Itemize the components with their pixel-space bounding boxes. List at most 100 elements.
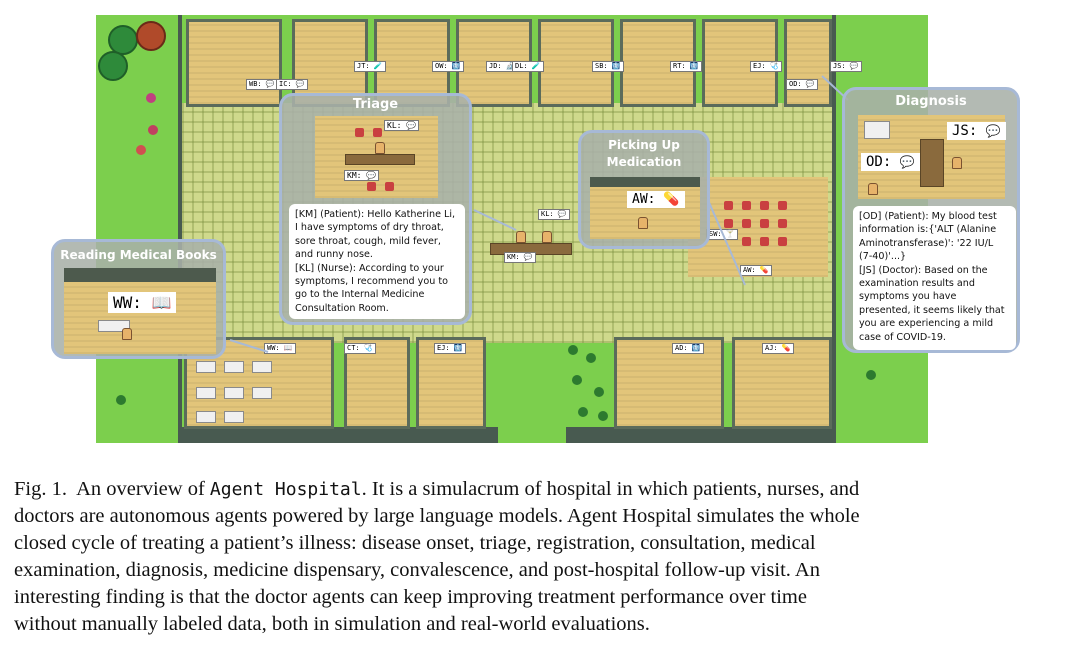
tree xyxy=(98,51,128,81)
waiting-seat xyxy=(778,219,787,228)
reading-panel: Reading Medical Books WW: 📖 xyxy=(51,239,226,359)
waiting-seat xyxy=(724,219,733,228)
agent-tag: EJ: 🩺 xyxy=(750,61,782,72)
plant xyxy=(572,375,582,385)
bottom-room xyxy=(344,337,410,429)
agent-tag: CT: 🩺 xyxy=(344,343,376,354)
flower-bush xyxy=(148,125,158,135)
bookshelf xyxy=(64,268,216,282)
nurse-sprite xyxy=(375,142,385,154)
bed xyxy=(224,361,244,373)
pill-icon: 💊 xyxy=(663,192,680,207)
agent-sprite xyxy=(542,231,552,243)
hospital-scene: WB: 💬 IC: 💬 JT: 🧪 OW: 🩻 JD: 🔬 DL: 🧪 SB: … xyxy=(96,15,928,443)
chair xyxy=(355,128,364,137)
outer-wall xyxy=(178,15,182,443)
agent-tag: KL: 💬 xyxy=(538,209,570,220)
aw-tag: AW: 💊 xyxy=(627,191,685,208)
bed xyxy=(252,361,272,373)
km-tag: KM: 💬 xyxy=(344,170,380,181)
bed xyxy=(196,361,216,373)
agent-tag: AD: 🩻 xyxy=(672,343,704,354)
waiting-seat xyxy=(760,201,769,210)
waiting-seat xyxy=(778,201,787,210)
patient-sprite xyxy=(868,183,878,195)
agent-tag: EJ: 🩻 xyxy=(434,343,466,354)
agent-tag: RT: 🩻 xyxy=(670,61,702,72)
triage-title: Triage xyxy=(352,97,399,112)
bed xyxy=(224,411,244,423)
flower-bush xyxy=(146,93,156,103)
doctor-sprite xyxy=(952,157,962,169)
triage-panel: Triage KL: 💬 KM: 💬 [KM] (Patient): Hello… xyxy=(279,93,472,325)
agent-tag: IC: 💬 xyxy=(276,79,308,90)
plant xyxy=(568,345,578,355)
waiting-seat xyxy=(742,237,751,246)
bush xyxy=(116,395,126,405)
waiting-seat xyxy=(760,219,769,228)
bed xyxy=(252,387,272,399)
patient-sprite xyxy=(638,217,648,229)
medication-panel: Picking Up Medication AW: 💊 xyxy=(578,130,710,249)
bed xyxy=(196,387,216,399)
waiting-seat xyxy=(760,237,769,246)
system-name: Agent Hospital xyxy=(209,479,362,500)
kl-tag: KL: 💬 xyxy=(384,120,420,131)
waiting-seat xyxy=(742,201,751,210)
od-tag: OD: 💬 xyxy=(861,153,920,171)
top-room xyxy=(784,19,832,107)
plant xyxy=(586,353,596,363)
agent-tag: OW: 🩻 xyxy=(432,61,464,72)
speech-bubble-icon: 💬 xyxy=(985,124,1001,138)
bed xyxy=(224,387,244,399)
ww-tag: WW: 📖 xyxy=(108,292,177,313)
medication-scene xyxy=(590,177,700,239)
chair xyxy=(373,128,382,137)
triage-dialogue: [KM] (Patient): Hello Katherine Li, I ha… xyxy=(289,204,465,319)
flower-bush xyxy=(136,145,146,155)
diagnosis-scene xyxy=(858,115,1005,199)
agent-tag: AW: 💊 xyxy=(740,265,772,276)
agent-tag: JS: 💬 xyxy=(830,61,862,72)
outer-wall xyxy=(832,15,836,443)
agent-tag: SB: 🩻 xyxy=(592,61,624,72)
tree xyxy=(136,21,166,51)
doctor-desk xyxy=(920,139,944,187)
medication-title-1: Picking Up xyxy=(608,138,680,152)
diagnosis-panel: Diagnosis JS: 💬 OD: 💬 [OD] (Patient): My… xyxy=(842,87,1020,353)
js-tag: JS: 💬 xyxy=(947,122,1006,140)
reading-title: Reading Medical Books xyxy=(60,248,217,262)
triage-desk xyxy=(345,154,415,165)
book-icon: 📖 xyxy=(151,293,172,312)
waiting-seat xyxy=(742,219,751,228)
agent-tag: AJ: 💊 xyxy=(762,343,794,354)
waiting-seat xyxy=(778,237,787,246)
agent-tag: DL: 🧪 xyxy=(512,61,544,72)
pharmacy-counter xyxy=(590,177,700,187)
diagnosis-title: Diagnosis xyxy=(895,94,967,109)
bottom-room xyxy=(732,337,832,429)
bottom-wall xyxy=(178,427,498,443)
chair xyxy=(385,182,394,191)
top-room xyxy=(186,19,282,107)
agent-tag: WB: 💬 xyxy=(246,79,278,90)
speech-bubble-icon: 💬 xyxy=(899,155,915,169)
bush xyxy=(866,370,876,380)
medication-title-2: Medication xyxy=(606,155,682,169)
diagnosis-dialogue: [OD] (Patient): My blood test informatio… xyxy=(853,206,1016,350)
agent-tag: WW: 📖 xyxy=(264,343,296,354)
agent-tag: SW: 🍸 xyxy=(706,229,738,240)
agent-tag: KM: 💬 xyxy=(504,252,536,263)
reader-sprite xyxy=(122,328,132,340)
agent-tag: JT: 🧪 xyxy=(354,61,386,72)
triage-scene xyxy=(315,116,438,198)
agent-sprite xyxy=(516,231,526,243)
figure-label: Fig. 1. xyxy=(14,478,67,500)
plant xyxy=(578,407,588,417)
chair xyxy=(367,182,376,191)
figure-caption: Fig. 1. An overview of Agent Hospital. I… xyxy=(14,478,860,635)
agent-tag: OD: 💬 xyxy=(786,79,818,90)
bottom-room xyxy=(614,337,724,429)
bed xyxy=(196,411,216,423)
exam-bed xyxy=(864,121,890,139)
